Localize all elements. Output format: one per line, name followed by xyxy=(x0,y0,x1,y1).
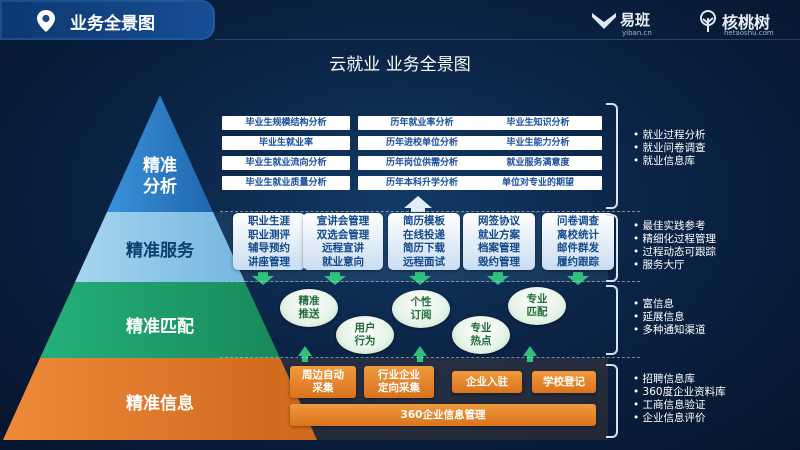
match-oval-hotspot: 专业热点 xyxy=(452,316,510,354)
header-title: 业务全景图 xyxy=(70,14,155,34)
pyramid-layer-match xyxy=(40,282,280,358)
analysis-item: 毕业生能力分析 xyxy=(474,136,602,150)
pyramid-label-service: 精准服务 xyxy=(126,241,194,261)
pyramid-label-info: 精准信息 xyxy=(126,394,194,414)
divider-service-match xyxy=(220,281,640,282)
pyramid-layer-analysis xyxy=(107,95,213,212)
info-bullets: 招聘信息库 360度企业资料库 工商信息验证 企业信息评价 xyxy=(633,373,726,425)
brace-info xyxy=(606,364,618,438)
info-box-360-management: 360企业信息管理 xyxy=(290,404,596,426)
brace-match xyxy=(606,285,618,355)
analysis-bullets: 就业过程分析 就业问卷调查 就业信息库 xyxy=(633,129,706,168)
analysis-item: 毕业生就业率 xyxy=(222,136,350,150)
bullet-item: 精细化过程管理 xyxy=(633,233,717,246)
analysis-item: 就业服务满意度 xyxy=(474,156,602,170)
match-bullets: 富信息 延展信息 多种通知渠道 xyxy=(633,298,706,337)
header-divider xyxy=(215,39,800,40)
analysis-item: 历年进校单位分析 xyxy=(358,136,486,150)
service-bullets: 最佳实践参考 精细化过程管理 过程动态可跟踪 服务大厅 xyxy=(633,220,717,272)
service-box-resume: 简历模板在线投递简历下载远程面试 xyxy=(388,213,460,270)
header-bar xyxy=(0,0,215,40)
pyramid-layer-service xyxy=(75,212,245,282)
bullet-item: 就业过程分析 xyxy=(633,129,706,142)
service-box-survey: 问卷调查离校统计邮件群发履约跟踪 xyxy=(542,213,614,270)
yiban-logo-icon xyxy=(592,13,616,29)
bullet-item: 延展信息 xyxy=(633,311,706,324)
info-box-school-register: 学校登记 xyxy=(532,371,596,393)
info-up-arrows xyxy=(298,346,537,362)
analysis-item: 毕业生知识分析 xyxy=(474,116,602,130)
bullet-item: 就业信息库 xyxy=(633,155,706,168)
info-box-industry-collect: 行业企业定向采集 xyxy=(364,366,434,398)
hetaoshu-logo-url: hetaoshu.com xyxy=(724,29,774,37)
bullet-item: 过程动态可跟踪 xyxy=(633,246,717,259)
analysis-item: 历年本科升学分析 xyxy=(358,176,486,190)
bullet-item: 360度企业资料库 xyxy=(633,386,726,399)
analysis-item: 单位对专业的期望 xyxy=(474,176,602,190)
match-oval-major: 专业匹配 xyxy=(508,287,566,325)
bullet-item: 服务大厅 xyxy=(633,259,716,272)
hetaoshu-logo-name: 核桃树 xyxy=(722,13,771,32)
brace-analysis xyxy=(606,103,618,209)
analysis-item: 历年岗位供需分析 xyxy=(358,156,486,170)
brace-service xyxy=(606,214,618,282)
yiban-logo-name: 易班 xyxy=(620,11,651,29)
analysis-item: 毕业生就业质量分析 xyxy=(222,176,350,190)
bullet-item: 企业信息评价 xyxy=(633,412,726,425)
analysis-item: 毕业生规模结构分析 xyxy=(222,116,350,130)
info-box-auto-collect: 周边自动采集 xyxy=(290,366,356,398)
bullet-item: 工商信息验证 xyxy=(633,399,726,412)
bullet-item: 招聘信息库 xyxy=(633,373,726,386)
match-oval-subscribe: 个性订阅 xyxy=(392,290,450,328)
service-box-presentation: 宣讲会管理双选会管理远程宣讲就业意向 xyxy=(303,213,383,270)
info-box-company-join: 企业入驻 xyxy=(452,371,522,393)
pyramid-layer-info xyxy=(3,358,317,440)
pyramid-label-analysis: 精准 分析 xyxy=(143,156,177,197)
walnut-tree-logo-icon xyxy=(700,10,716,32)
divider-analysis-service xyxy=(220,211,640,212)
match-oval-behavior: 用户行为 xyxy=(336,316,394,354)
bullet-item: 就业问卷调查 xyxy=(633,142,706,155)
bullet-item: 多种通知渠道 xyxy=(633,324,706,337)
divider-match-info xyxy=(220,357,640,358)
analysis-item: 毕业生就业流向分析 xyxy=(222,156,350,170)
service-down-arrows xyxy=(252,272,589,285)
service-box-contract: 网签协议就业方案档案管理毁约管理 xyxy=(463,213,535,270)
analysis-up-arrow xyxy=(404,196,432,212)
location-pin-icon xyxy=(37,10,55,32)
match-oval-push: 精准推送 xyxy=(280,289,338,327)
bullet-item: 富信息 xyxy=(633,298,706,311)
slide-title: 云就业 业务全景图 xyxy=(329,55,471,75)
pyramid-label-match: 精准匹配 xyxy=(126,317,194,337)
analysis-item: 历年就业率分析 xyxy=(358,116,486,130)
bullet-item: 最佳实践参考 xyxy=(633,220,716,233)
service-box-career: 职业生涯职业测评辅导预约讲座管理 xyxy=(233,213,305,270)
yiban-logo-url: yiban.cn xyxy=(622,29,652,37)
